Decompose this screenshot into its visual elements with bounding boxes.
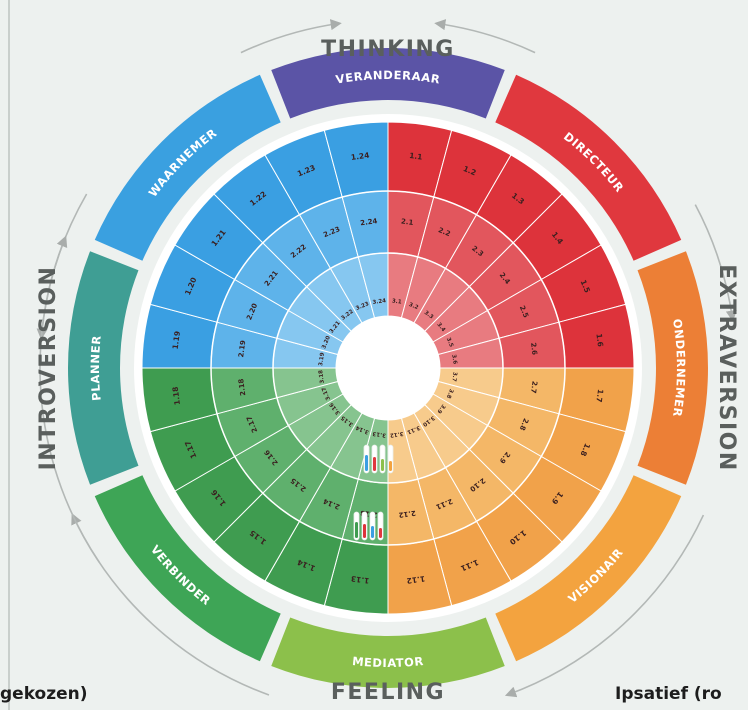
cell-label: 3.6 bbox=[450, 354, 457, 365]
cell-label: 3.18 bbox=[318, 369, 326, 383]
cell-label: 3.7 bbox=[450, 371, 457, 382]
cell-label: 2.6 bbox=[529, 342, 539, 355]
axis-labels: THINKING FEELING INTROVERSION EXTRAVERSION bbox=[36, 37, 739, 705]
role-segment bbox=[495, 74, 682, 261]
role-segment bbox=[94, 74, 281, 261]
axis-arrows bbox=[36, 19, 737, 698]
axis-arrow bbox=[694, 204, 737, 322]
cell-label: 3.1 bbox=[391, 298, 402, 305]
axis-arrow bbox=[39, 235, 101, 564]
axis-arrow bbox=[240, 19, 342, 54]
cell-label: 3.19 bbox=[318, 352, 326, 366]
cell-label: 3.2 bbox=[408, 302, 419, 311]
axis-label-top: THINKING bbox=[321, 37, 455, 62]
cell-label: 3.13 bbox=[372, 430, 386, 438]
cell-label: 1.24 bbox=[350, 151, 370, 162]
role-segment bbox=[637, 251, 708, 485]
cell-label: 1.18 bbox=[171, 386, 182, 406]
role-segment bbox=[271, 617, 505, 688]
cell-label: 3.24 bbox=[372, 298, 386, 306]
footer-right-text: Ipsatief (ro bbox=[615, 684, 722, 704]
cell-label: 1.13 bbox=[350, 574, 370, 585]
cell-label: 3.5 bbox=[445, 337, 454, 348]
footer-left-text: gekozen) bbox=[0, 684, 88, 704]
axis-arrow bbox=[434, 19, 536, 54]
cell-label: 2.24 bbox=[360, 217, 378, 227]
role-segment bbox=[94, 475, 281, 662]
cell-label: 2.19 bbox=[237, 340, 247, 358]
cell-label: 2.18 bbox=[237, 378, 247, 396]
cell-label: 3.23 bbox=[355, 301, 370, 312]
role-segment bbox=[271, 48, 505, 119]
axis-label-right: EXTRAVERSION bbox=[714, 264, 739, 472]
cell-label: 3.9 bbox=[435, 403, 446, 415]
cell-label: 3.4 bbox=[435, 322, 446, 334]
cell-label: 3.17 bbox=[321, 386, 332, 401]
cell-label: 1.12 bbox=[406, 574, 426, 585]
cell-label: 3.3 bbox=[423, 310, 435, 321]
cell-label: 1.6 bbox=[594, 333, 605, 347]
role-segment bbox=[495, 475, 682, 662]
cell-label: 3.20 bbox=[321, 335, 332, 350]
cell-label: 3.11 bbox=[406, 424, 421, 435]
wheel-center bbox=[336, 316, 440, 420]
cell-label: 1.7 bbox=[594, 389, 605, 403]
cell-label: 1.19 bbox=[171, 330, 182, 350]
role-label: MEDIATOR bbox=[352, 654, 425, 670]
cell-label: 3.8 bbox=[445, 388, 454, 399]
left-divider bbox=[8, 0, 10, 710]
role-segment bbox=[68, 251, 139, 485]
cell-label: 1.1 bbox=[409, 151, 423, 162]
axis-label-left: INTROVERSION bbox=[36, 266, 61, 471]
cell-label: 2.7 bbox=[529, 381, 539, 394]
test-tube-icons bbox=[353, 444, 394, 541]
cell-label: 2.13 bbox=[360, 509, 378, 519]
cell-label: 3.14 bbox=[355, 424, 370, 435]
role-label: VERANDERAAR bbox=[335, 68, 442, 87]
axis-label-bottom: FEELING bbox=[331, 680, 445, 705]
axis-arrow bbox=[504, 514, 705, 698]
cell-label: 2.1 bbox=[401, 217, 414, 227]
cell-label: 3.12 bbox=[389, 430, 403, 438]
cell-label: 2.12 bbox=[398, 509, 416, 519]
role-label: PLANNER bbox=[88, 335, 104, 402]
